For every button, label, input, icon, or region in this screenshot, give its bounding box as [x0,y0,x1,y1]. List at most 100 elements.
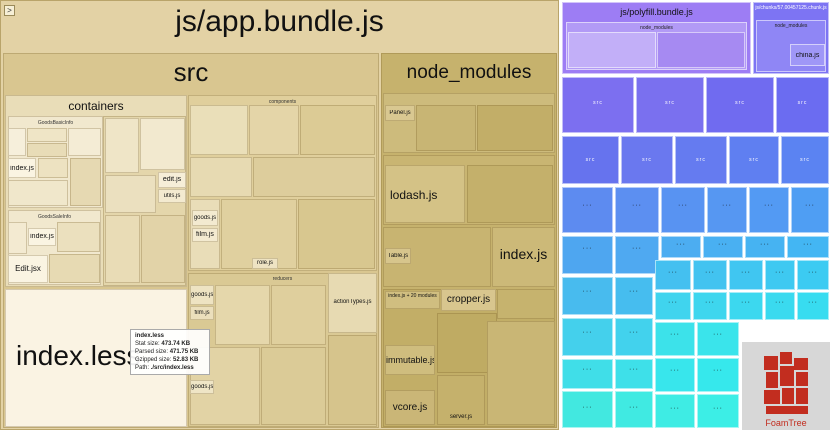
containers-right-sub-3[interactable] [105,175,156,213]
goods-sale-sub-1[interactable] [8,222,27,254]
china-js-file[interactable]: china.js [790,44,825,66]
utils-js-file[interactable]: utils.js [158,189,186,203]
chunk-row7-5[interactable]: ··· [729,292,763,320]
nm-index-file[interactable]: index.js [492,227,555,287]
chunk-row7-1[interactable]: ··· [562,318,613,356]
index-20-modules[interactable]: index.js + 20 modules [385,291,440,309]
reducers-sub-5[interactable] [328,335,377,425]
polyfill-nm-sub-2[interactable] [657,32,745,68]
reducers-sub-4[interactable] [261,347,326,425]
server-js-file[interactable]: server.js [437,375,485,425]
components-sub-8[interactable] [298,199,375,269]
chunk-row6-4[interactable]: ··· [693,260,727,290]
components-sub-3[interactable] [300,105,375,155]
chunk-row4-4[interactable]: ··· [707,187,747,233]
chunk-row7-7[interactable]: ··· [797,292,829,320]
goods-basic-sub-5[interactable] [38,158,68,178]
chunk-row2-1[interactable]: src [562,77,634,133]
reducers-goods-js[interactable]: goods.js [190,285,214,305]
chunk-row8-4[interactable]: ··· [697,322,739,356]
containers-right-sub-4[interactable] [105,215,140,283]
chunk-row3-3[interactable]: src [675,136,727,184]
chunk-row3-4[interactable]: src [729,136,779,184]
goods-js-file[interactable]: goods.js [192,210,218,226]
action-types-file[interactable]: actionTypes.js [328,273,377,333]
chunk-row7-3[interactable]: ··· [655,292,691,320]
chunk-row6-7[interactable]: ··· [797,260,829,290]
nm-bottom-sub-3[interactable] [487,321,555,425]
components-sub-5[interactable] [253,157,375,197]
components-sub-1[interactable] [190,105,248,155]
components-sub-7[interactable] [221,199,297,269]
chunk-row4-6[interactable]: ··· [791,187,829,233]
goods-basic-sub-2[interactable] [27,128,67,142]
film-js-file[interactable]: film.js [192,228,218,242]
chunk-row5-2[interactable]: ··· [615,236,659,274]
containers-right-sub-5[interactable] [141,215,185,283]
chunk-row8-2[interactable]: ··· [615,359,653,389]
table-js-file[interactable]: Table.js [385,248,411,264]
reducers-sub-2[interactable] [271,285,326,345]
immutable-file[interactable]: immutable.js [385,345,435,375]
chunk-row6-2[interactable]: ··· [615,277,653,315]
containers-right-sub-1[interactable] [105,118,139,173]
nm-top-sub-2[interactable] [477,105,553,151]
reducers-goods-js-2[interactable]: goods.js [190,380,214,394]
chunk-row2-2[interactable]: src [636,77,704,133]
reducers-film-js[interactable]: film.js [190,306,214,320]
chunk-row8-5[interactable]: ··· [655,358,695,392]
goods-sale-sub-2[interactable] [57,222,100,252]
role-js-file[interactable]: role.js [252,258,278,269]
chunk-row9-3[interactable]: ··· [655,394,695,428]
containers-right-sub-2[interactable] [140,118,185,170]
chunk-row2-3[interactable]: src [706,77,774,133]
chunk-row6-5[interactable]: ··· [729,260,763,290]
goods-basic-sub-3[interactable] [27,143,67,157]
reducers-sub-1[interactable] [215,285,270,345]
chunk-row2-4[interactable]: src [776,77,829,133]
lodash-file[interactable]: lodash.js [385,165,465,223]
sidebar-toggle-button[interactable]: > [4,5,15,16]
goods-sale-index-file[interactable]: index.js [28,228,56,246]
chunk-row9-1[interactable]: ··· [562,391,613,428]
chunk-row8-3[interactable]: ··· [655,322,695,356]
chunk-row6-6[interactable]: ··· [765,260,795,290]
chunk-row5-1[interactable]: ··· [562,236,613,274]
nm-mid-sub-1[interactable] [467,165,553,223]
vcore-file[interactable]: vcore.js [385,390,435,425]
chunk-row7-4[interactable]: ··· [693,292,727,320]
chunk-row4-3[interactable]: ··· [661,187,705,233]
panel-js-file[interactable]: Panel.js [385,105,415,121]
chunk-row8-1[interactable]: ··· [562,359,613,389]
goods-sale-sub-3[interactable] [49,254,100,283]
chunk-row5-3[interactable]: ··· [661,236,701,258]
components-sub-2[interactable] [249,105,299,155]
nm-top-sub-1[interactable] [416,105,476,151]
chunk-row8-6[interactable]: ··· [697,358,739,392]
chunk-row7-6[interactable]: ··· [765,292,795,320]
chunk-row3-2[interactable]: src [621,136,673,184]
goods-basic-sub-7[interactable] [8,180,68,206]
components-sub-4[interactable] [190,157,252,197]
chunk-row4-1[interactable]: ··· [562,187,613,233]
chunk-row7-2[interactable]: ··· [615,318,653,356]
chunk-row5-6[interactable]: ··· [787,236,829,258]
goods-basic-index-file[interactable]: index.js [8,158,36,178]
polyfill-nm-sub-1[interactable] [568,32,656,68]
goods-basic-sub-6[interactable] [70,158,101,206]
cropper-file[interactable]: cropper.js [441,289,496,311]
chunk-row9-2[interactable]: ··· [615,391,653,428]
goods-basic-sub-4[interactable] [68,128,101,156]
chunk-row3-1[interactable]: src [562,136,619,184]
chunk-row5-4[interactable]: ··· [703,236,743,258]
chunk-row6-3[interactable]: ··· [655,260,691,290]
chunk-row3-5[interactable]: src [781,136,829,184]
chunk-row4-2[interactable]: ··· [615,187,659,233]
edit-jsx-file[interactable]: Edit.jsx [8,255,48,283]
goods-basic-sub-1[interactable] [8,128,26,156]
chunk-row9-4[interactable]: ··· [697,394,739,428]
chunk-row5-5[interactable]: ··· [745,236,785,258]
nm-bottom-sub-1[interactable] [497,289,555,319]
edit-js-file[interactable]: edit.js [158,172,186,188]
chunk-row4-5[interactable]: ··· [749,187,789,233]
